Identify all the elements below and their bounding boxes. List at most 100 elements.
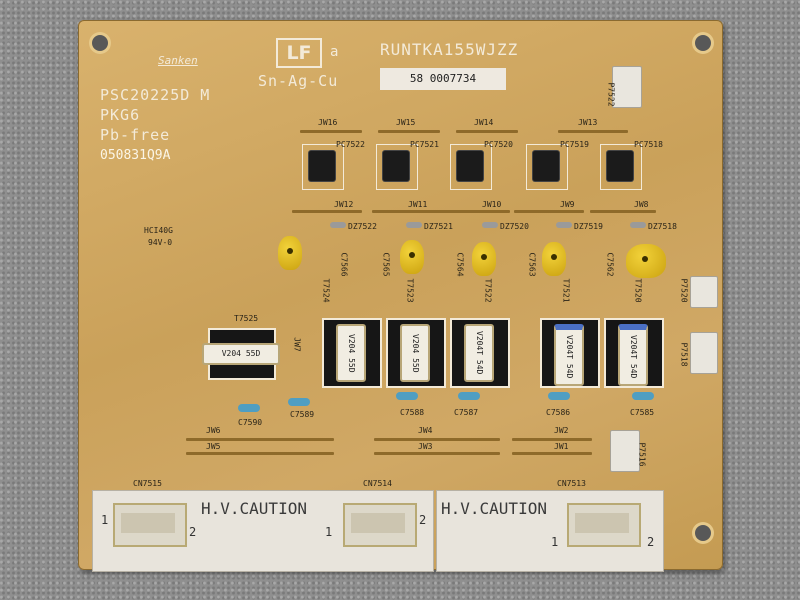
- film-capacitor: [632, 392, 654, 400]
- film-capacitor: [238, 404, 260, 412]
- transformer-core-label: V204 55D: [400, 324, 430, 382]
- pin-number: 1: [325, 525, 333, 539]
- cap-label: C7588: [400, 408, 425, 417]
- flame-rating: 94V-0: [148, 238, 173, 247]
- opto-label: PC7520: [484, 140, 513, 149]
- pin-number: 1: [101, 513, 109, 527]
- date-code: 050831Q9A: [100, 148, 171, 163]
- jumper-trace: [300, 130, 362, 133]
- cap-label: C7565: [381, 252, 391, 277]
- jumper-label: JW3: [418, 442, 433, 451]
- transformer-ref: T7522: [483, 278, 493, 303]
- ceramic-capacitor: [542, 242, 566, 276]
- jumper-label: JW1: [554, 442, 569, 451]
- zener-label: DZ7519: [574, 222, 603, 231]
- jumper-label: JW15: [396, 118, 416, 127]
- hv-connector-socket: [575, 513, 629, 533]
- mounting-hole: [695, 35, 711, 51]
- connector-ref: CN7515: [133, 479, 162, 488]
- logo-suffix: a: [330, 44, 339, 60]
- zener-diode: [406, 222, 422, 228]
- zener-diode: [330, 222, 346, 228]
- maker-logo: Sanken: [158, 54, 198, 67]
- jumper-trace: [514, 210, 584, 213]
- part-number: RUNTKA155WJZZ: [380, 40, 519, 59]
- optocoupler: [309, 151, 335, 181]
- connector-header: [612, 66, 642, 108]
- cap-marking: [409, 252, 415, 258]
- optocoupler: [533, 151, 559, 181]
- opto-outline: [450, 144, 492, 190]
- jumper-label: JW2: [554, 426, 569, 435]
- transformer-ref: T7521: [561, 278, 571, 303]
- film-capacitor: [548, 392, 570, 400]
- transformer: V204T 54D: [450, 318, 510, 388]
- film-capacitor: [396, 392, 418, 400]
- ceramic-capacitor: [626, 244, 666, 278]
- transformer-ref: T7524: [321, 278, 331, 303]
- connector-label: P7522: [606, 82, 616, 107]
- transformer-core-label: V204 55D: [202, 343, 280, 365]
- zener-label: DZ7520: [500, 222, 529, 231]
- zener-label: DZ7518: [648, 222, 677, 231]
- jumper-trace: [590, 210, 656, 213]
- ceramic-capacitor: [472, 242, 496, 276]
- ceramic-capacitor: [278, 236, 302, 270]
- jumper-label: JW14: [474, 118, 494, 127]
- hv-connector: [567, 503, 641, 547]
- jumper-label: JW9: [560, 200, 575, 209]
- jumper-label: JW16: [318, 118, 338, 127]
- jumper-label: JW12: [334, 200, 354, 209]
- pin-number: 2: [419, 513, 427, 527]
- optocoupler: [457, 151, 483, 181]
- jumper-label: JW8: [634, 200, 649, 209]
- hv-caution-panel: H.V.CAUTION CN7513 1 2: [436, 479, 664, 572]
- jumper-trace: [512, 452, 592, 455]
- connector-label: P7516: [637, 442, 647, 467]
- transformer-ref: T7523: [405, 278, 415, 303]
- cap-label: C7587: [454, 408, 479, 417]
- optocoupler: [607, 151, 633, 181]
- connector-ref: CN7513: [557, 479, 586, 488]
- opto-outline: [302, 144, 344, 190]
- jumper-trace: [456, 130, 518, 133]
- jumper-trace: [512, 438, 592, 441]
- jumper-trace: [186, 452, 334, 455]
- hv-connector: [113, 503, 187, 547]
- transformer: V204T 54D: [540, 318, 600, 388]
- film-capacitor: [458, 392, 480, 400]
- ceramic-capacitor: [400, 240, 424, 274]
- mounting-hole: [695, 525, 711, 541]
- transformer-core-label: V204 55D: [336, 324, 366, 382]
- transformer: V204 55D: [322, 318, 382, 388]
- zener-diode: [556, 222, 572, 228]
- cap-label: C7589: [290, 410, 315, 419]
- connector-label: P7518: [679, 342, 689, 367]
- connector-header: [610, 430, 640, 472]
- zener-label: DZ7522: [348, 222, 377, 231]
- cap-marking: [642, 256, 648, 262]
- mounting-hole: [92, 35, 108, 51]
- ul-code: HCI40G: [144, 226, 173, 235]
- jumper-label: JW13: [578, 118, 598, 127]
- jumper-trace: [292, 210, 362, 213]
- cap-label: C7566: [339, 252, 349, 277]
- jumper-trace: [374, 438, 500, 441]
- optocoupler: [383, 151, 409, 181]
- jumper-trace: [440, 210, 510, 213]
- opto-label: PC7518: [634, 140, 663, 149]
- lead-free-logo: LF: [276, 38, 322, 68]
- film-capacitor: [288, 398, 310, 406]
- alloy-label: Sn-Ag-Cu: [258, 72, 339, 90]
- circuit-board: Sanken PSC20225D M PKG6 Pb-free 050831Q9…: [78, 20, 723, 572]
- transformer: V204T 54D: [604, 318, 664, 388]
- transformer-ref: T7520: [633, 278, 643, 303]
- opto-label: PC7522: [336, 140, 365, 149]
- transformer: V204 55D: [202, 328, 280, 380]
- serial-sticker: 58 0007734: [380, 68, 506, 90]
- zener-label: DZ7521: [424, 222, 453, 231]
- hv-caution-panel: H.V.CAUTION CN7515 1 2 CN7514 1 2: [92, 479, 434, 572]
- connector-header: [690, 276, 718, 308]
- opto-outline: [376, 144, 418, 190]
- hv-connector: [343, 503, 417, 547]
